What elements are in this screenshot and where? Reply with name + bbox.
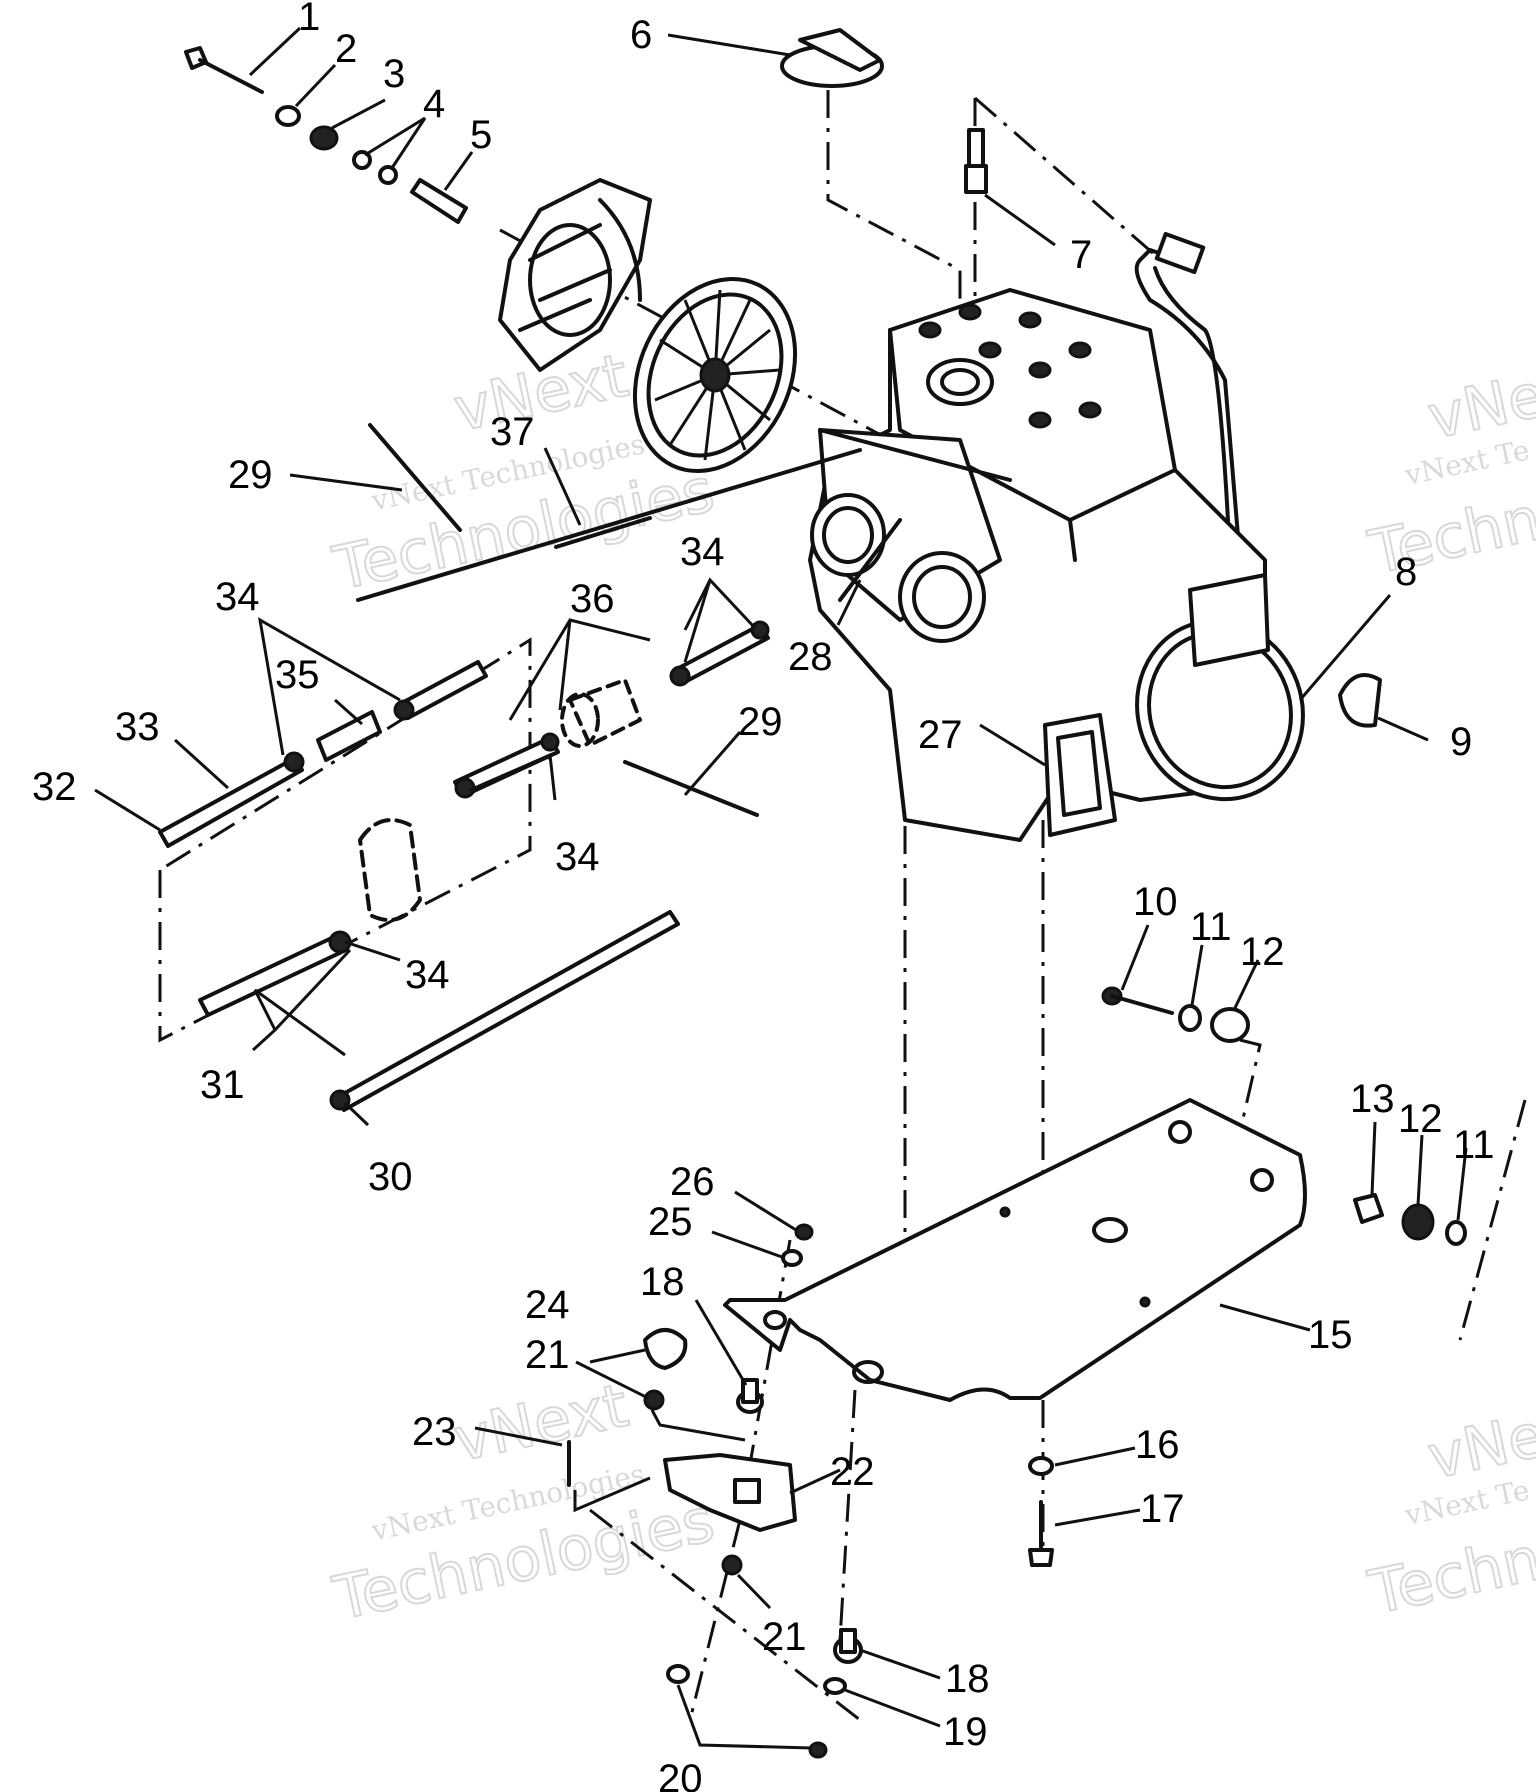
- callout-2: 2: [335, 27, 357, 71]
- engine-mount-plate-part-15: [723, 1098, 1307, 1402]
- callout-17: 17: [1140, 1487, 1185, 1531]
- callout-29-upper: 29: [228, 453, 273, 497]
- nut-part-20b: [808, 1741, 828, 1759]
- nut-part-3: [309, 125, 339, 151]
- callout-33: 33: [115, 705, 160, 749]
- washer-part-20a: [666, 1664, 690, 1684]
- callout-26: 26: [670, 1160, 715, 1204]
- washer-part-19: [823, 1677, 847, 1695]
- grommet-part-9: [1338, 673, 1382, 728]
- fuel-cap-part-6: [780, 28, 884, 88]
- callout-34-right-upper: 34: [680, 530, 725, 574]
- callout-35: 35: [275, 653, 320, 697]
- callout-8: 8: [1395, 550, 1417, 594]
- spark-plug-part-7: [964, 128, 988, 194]
- callout-12-right: 12: [1398, 1097, 1443, 1141]
- callout-36: 36: [570, 577, 615, 621]
- callout-24: 24: [525, 1283, 570, 1327]
- mount-part-18-lower: [833, 1628, 863, 1664]
- callout-16: 16: [1135, 1423, 1180, 1467]
- callout-34-center: 34: [555, 835, 600, 879]
- spacer-part-5: [410, 178, 468, 224]
- exhaust-rod-group: [158, 620, 770, 1112]
- leader-lines: [94, 26, 1468, 1750]
- callout-7: 7: [1070, 233, 1092, 277]
- sleeve-part-13: [1353, 1193, 1384, 1224]
- bolt-part-17: [1028, 1500, 1054, 1567]
- engine-assembly: [808, 288, 1305, 842]
- callout-6: 6: [630, 13, 652, 57]
- callout-20: 20: [658, 1757, 703, 1792]
- callout-25: 25: [648, 1200, 693, 1244]
- washer-part-25: [781, 1249, 803, 1267]
- callout-34-left: 34: [215, 575, 260, 619]
- bolt-part-1: [184, 46, 264, 94]
- callout-4: 4: [423, 82, 445, 126]
- callout-13: 13: [1350, 1077, 1395, 1121]
- rubber-bumper-part-24: [643, 1328, 688, 1370]
- callout-34-lower: 34: [405, 953, 450, 997]
- mount-part-18-upper: [736, 1378, 764, 1414]
- washer-part-2: [275, 105, 301, 127]
- callout-5: 5: [470, 113, 492, 157]
- watermark-right-top: vNe vNext Te Techn: [1362, 359, 1536, 589]
- washer-part-11-right: [1445, 1220, 1467, 1246]
- callout-28: 28: [788, 635, 833, 679]
- isolator-part-12-right: [1401, 1203, 1435, 1241]
- callout-18-upper: 18: [640, 1260, 685, 1304]
- callout-21-upper: 21: [525, 1333, 570, 1377]
- callout-22: 22: [830, 1450, 875, 1494]
- isolator-part-12: [1210, 1007, 1250, 1043]
- callout-19: 19: [943, 1710, 988, 1754]
- callout-23: 23: [412, 1410, 457, 1454]
- callout-1: 1: [298, 0, 320, 39]
- bracket-part-22: [663, 1453, 797, 1532]
- callout-37: 37: [490, 410, 535, 454]
- stud-part-28: [838, 518, 902, 602]
- watermark-big-text: vNext: [448, 1371, 634, 1476]
- callout-15: 15: [1308, 1313, 1353, 1357]
- callout-11: 11: [1190, 905, 1232, 949]
- washer-part-11: [1178, 1004, 1202, 1032]
- watermark-right-bottom: vNe vNext Te Techn: [1362, 1399, 1536, 1629]
- nut-part-26: [794, 1223, 814, 1241]
- drive-clutch-assembly: [498, 178, 798, 474]
- washer-part-16: [1028, 1456, 1054, 1476]
- oring-part-4b: [378, 165, 398, 185]
- mount-bolt-part-10: [1101, 986, 1174, 1015]
- callout-21-lower: 21: [762, 1615, 807, 1659]
- callout-30: 30: [368, 1155, 413, 1199]
- callout-31: 31: [200, 1063, 245, 1107]
- callout-labels: 1 2 3 4 5 6 7 8 9 10 11 12 13 12 11 15 1…: [32, 0, 1495, 1792]
- watermark-big-text: Techn: [1363, 1524, 1536, 1629]
- throttle-cable-part-37: [356, 448, 862, 602]
- stud-part-29-upper: [368, 423, 462, 532]
- callout-18-lower: 18: [945, 1657, 990, 1701]
- callout-3: 3: [383, 52, 405, 96]
- callout-32: 32: [32, 765, 77, 809]
- nut-part-21-lower: [721, 1554, 743, 1576]
- callout-9: 9: [1450, 720, 1472, 764]
- callout-12: 12: [1240, 930, 1285, 974]
- spark-plug-wire: [1134, 231, 1242, 562]
- callout-29-lower: 29: [738, 700, 783, 744]
- nut-part-21-upper: [643, 1389, 665, 1411]
- callout-27: 27: [918, 713, 963, 757]
- callout-11-right: 11: [1453, 1123, 1495, 1167]
- callout-10: 10: [1133, 880, 1178, 924]
- watermark-big-text: Techn: [1363, 484, 1536, 589]
- assembly-dash-lines: [158, 90, 1527, 1722]
